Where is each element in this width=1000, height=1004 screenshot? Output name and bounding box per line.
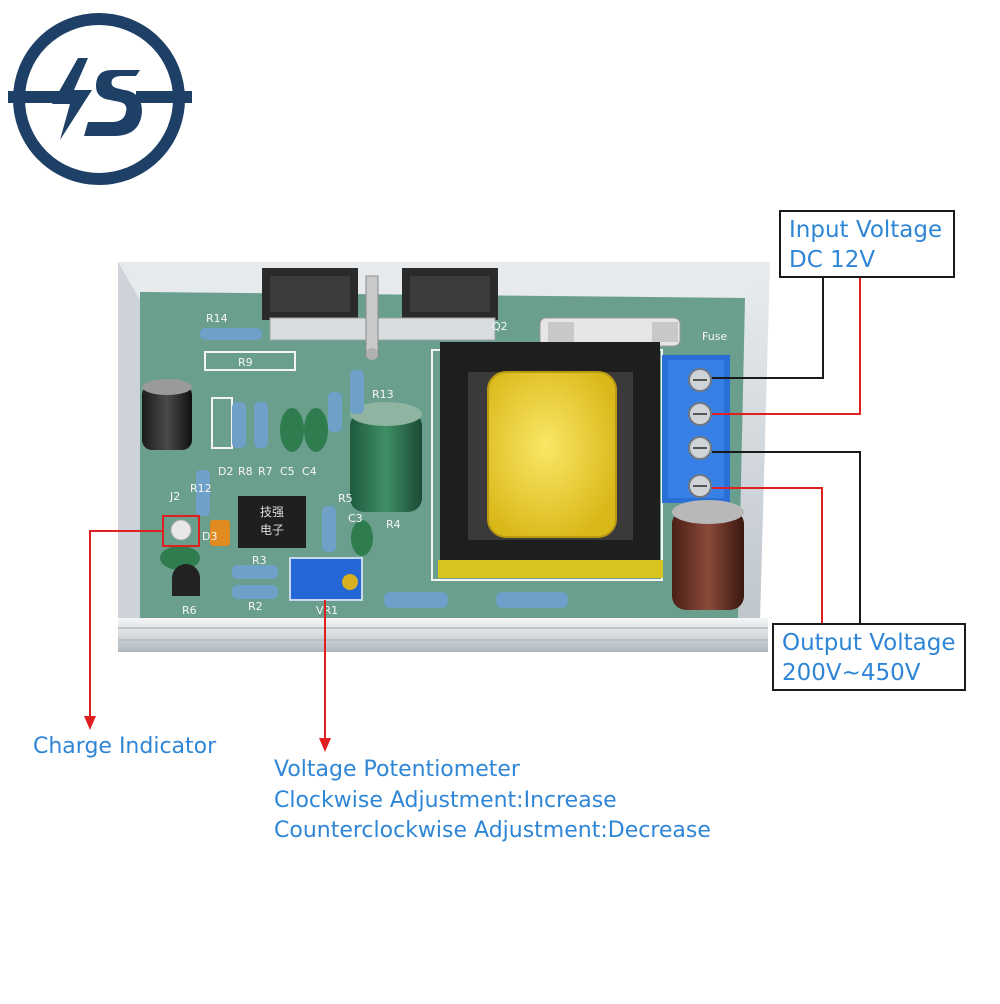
resistors xyxy=(196,328,568,608)
output-voltage-label-box: Output Voltage 200V~450V xyxy=(772,623,966,691)
potentiometer-pointer xyxy=(319,600,331,752)
silk-fuse: Fuse xyxy=(702,330,727,343)
transformer xyxy=(438,342,663,578)
terminal-block xyxy=(662,355,730,503)
ceramic-capacitors xyxy=(160,408,373,570)
mosfet-pair xyxy=(262,268,498,360)
silkscreen-labels: R14 R9 Q2 R13 Fuse D2 R8 R7 C5 C4 J2 R12… xyxy=(169,312,727,617)
ic-chip: 技强 电子 xyxy=(238,496,306,548)
silk-c5: C5 xyxy=(280,465,295,478)
silk-r13: R13 xyxy=(372,388,394,401)
input-voltage-title: Input Voltage xyxy=(789,217,943,243)
ic-text-1: 技强 xyxy=(260,505,284,519)
silk-r8: R8 xyxy=(238,465,253,478)
ic-text-2: 电子 xyxy=(260,523,284,537)
charge-indicator-pointer xyxy=(84,515,200,730)
input-voltage-label-box: Input Voltage DC 12V xyxy=(779,210,955,278)
silk-d3: D3 xyxy=(202,530,217,543)
silk-r5: R5 xyxy=(338,492,353,505)
silk-r3: R3 xyxy=(252,554,267,567)
silk-d2: D2 xyxy=(218,465,233,478)
silk-j2: J2 xyxy=(169,490,180,503)
silk-c3: C3 xyxy=(348,512,363,525)
logo-s-letter xyxy=(84,70,142,136)
silk-c4: C4 xyxy=(302,465,317,478)
potentiometer-clockwise: Clockwise Adjustment:Increase xyxy=(274,788,617,813)
silk-r2: R2 xyxy=(248,600,263,613)
output-connector-lines xyxy=(712,451,861,625)
silk-r9: R9 xyxy=(238,356,253,369)
input-connector-lines xyxy=(712,276,861,415)
input-voltage-value: DC 12V xyxy=(789,247,876,273)
silk-r14: R14 xyxy=(206,312,228,325)
silk-q2: Q2 xyxy=(492,320,508,333)
fuse xyxy=(539,317,681,347)
silk-r7: R7 xyxy=(258,465,273,478)
output-voltage-value: 200V~450V xyxy=(782,660,921,686)
potentiometer-title: Voltage Potentiometer xyxy=(274,757,520,782)
brand-logo xyxy=(8,13,192,185)
silk-r4: R4 xyxy=(386,518,401,531)
potentiometer xyxy=(289,557,363,601)
electrolytic-capacitors xyxy=(142,379,744,610)
silk-r6: R6 xyxy=(182,604,197,617)
led-and-transistor xyxy=(170,519,230,596)
silk-vr1: VR1 xyxy=(316,604,338,617)
potentiometer-counterclockwise: Counterclockwise Adjustment:Decrease xyxy=(274,818,711,843)
charge-indicator-label: Charge Indicator xyxy=(33,734,217,759)
output-voltage-title: Output Voltage xyxy=(782,630,956,656)
silk-r12: R12 xyxy=(190,482,212,495)
bolt-icon xyxy=(52,58,92,140)
